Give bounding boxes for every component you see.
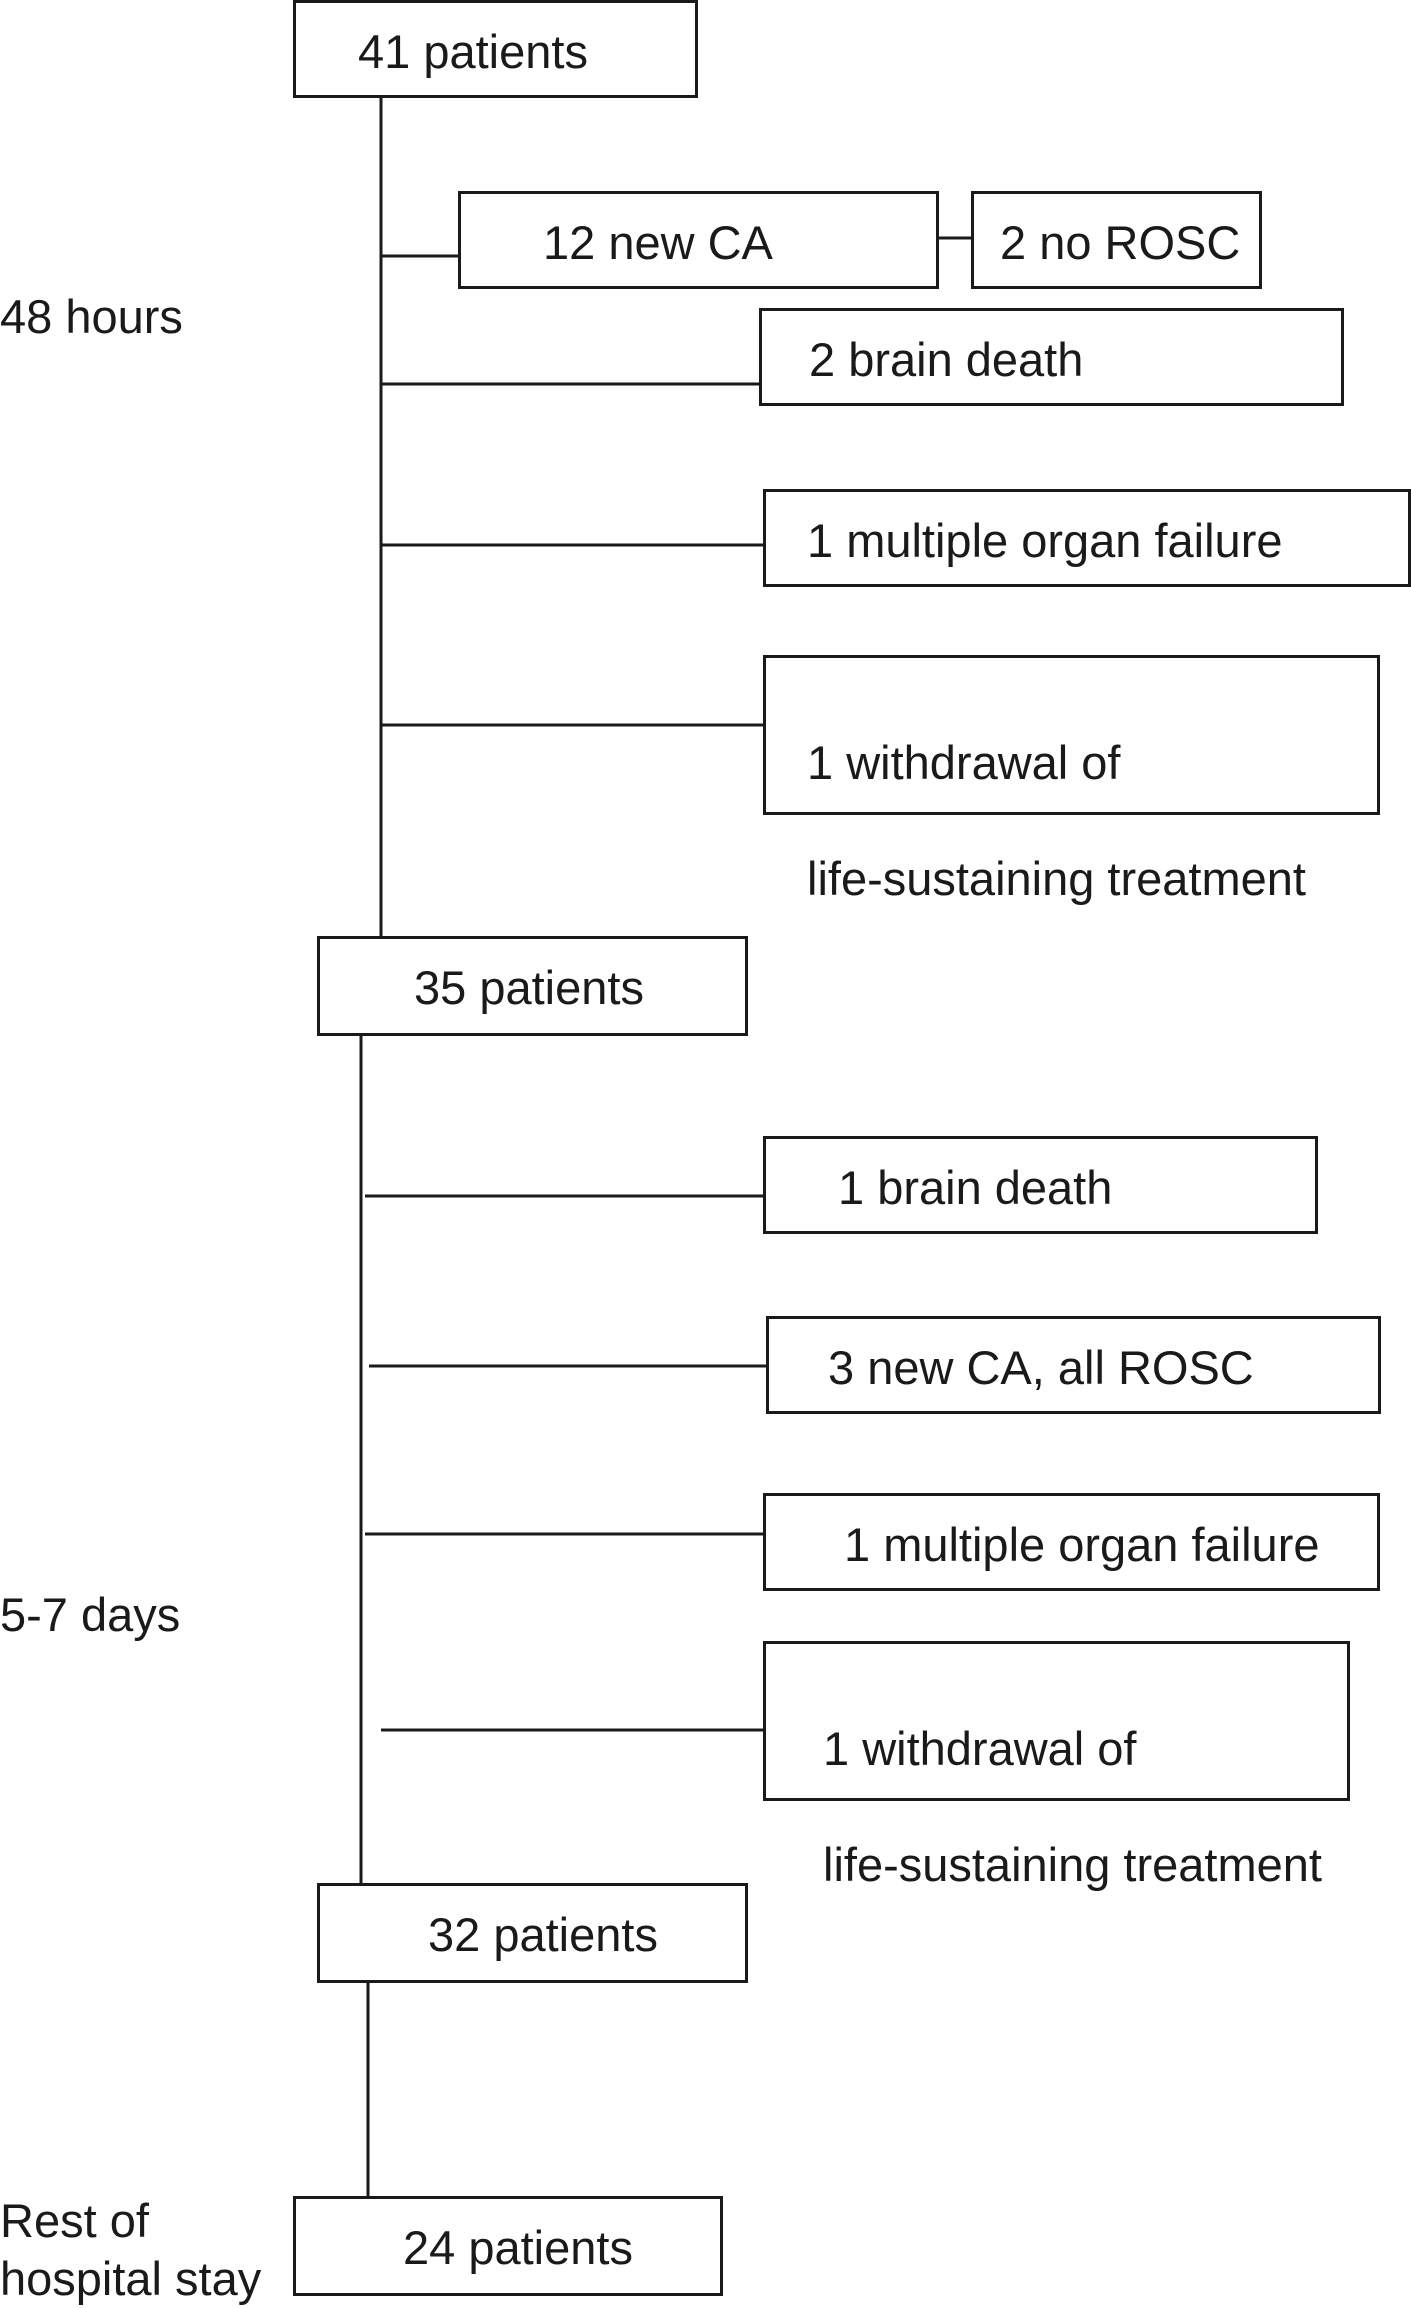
node-41-patients: 41 patients: [293, 0, 698, 98]
node-3-new-ca-label: 3 new CA, all ROSC: [828, 1341, 1254, 1394]
node-1-brain-death: 1 brain death: [763, 1136, 1318, 1234]
node-1-withdrawal-48h: 1 withdrawal of life-sustaining treatmen…: [763, 655, 1380, 905]
node-12-new-ca-label: 12 new CA: [543, 216, 773, 269]
node-1-mof-48h-label: 1 multiple organ failure: [807, 514, 1283, 567]
node-1-mof-5-7d-label: 1 multiple organ failure: [844, 1518, 1320, 1571]
node-1-withdrawal-48h-line2: life-sustaining treatment: [807, 852, 1306, 905]
node-1-multiple-organ-failure-5-7d: 1 multiple organ failure: [763, 1493, 1380, 1591]
node-2-no-rosc-label: 2 no ROSC: [1000, 216, 1241, 269]
node-1-brain-death-label: 1 brain death: [838, 1161, 1113, 1214]
node-12-new-ca: 12 new CA: [458, 191, 939, 289]
node-24-patients-label: 24 patients: [403, 2221, 633, 2274]
node-1-withdrawal-5-7d-line1: 1 withdrawal of: [823, 1722, 1137, 1775]
node-35-patients: 35 patients: [317, 936, 748, 1036]
node-32-patients-label: 32 patients: [428, 1908, 658, 1961]
phase-label-rest-line1: Rest of: [0, 2194, 149, 2247]
node-2-brain-death-label: 2 brain death: [809, 333, 1084, 386]
node-1-withdrawal-5-7d: 1 withdrawal of life-sustaining treatmen…: [763, 1641, 1350, 1891]
phase-label-48-hours: 48 hours: [0, 290, 183, 343]
phase-label-5-7-days: 5-7 days: [0, 1588, 181, 1641]
node-2-no-rosc: 2 no ROSC: [971, 191, 1262, 289]
node-1-withdrawal-5-7d-text: 1 withdrawal of life-sustaining treatmen…: [823, 1662, 1322, 1952]
node-32-patients: 32 patients: [317, 1883, 748, 1983]
node-1-multiple-organ-failure-48h: 1 multiple organ failure: [763, 489, 1411, 587]
node-1-withdrawal-5-7d-line2: life-sustaining treatment: [823, 1838, 1322, 1891]
phase-label-rest-line2: hospital stay: [0, 2252, 262, 2305]
node-35-patients-label: 35 patients: [414, 961, 644, 1014]
phase-label-rest-of-hospital-stay: Rest of hospital stay: [0, 2192, 261, 2308]
node-3-new-ca-all-rosc: 3 new CA, all ROSC: [766, 1316, 1381, 1414]
node-1-withdrawal-48h-text: 1 withdrawal of life-sustaining treatmen…: [807, 676, 1306, 966]
node-1-withdrawal-48h-line1: 1 withdrawal of: [807, 736, 1121, 789]
node-24-patients: 24 patients: [293, 2196, 723, 2296]
node-41-patients-label: 41 patients: [358, 25, 588, 78]
node-2-brain-death: 2 brain death: [759, 308, 1344, 406]
